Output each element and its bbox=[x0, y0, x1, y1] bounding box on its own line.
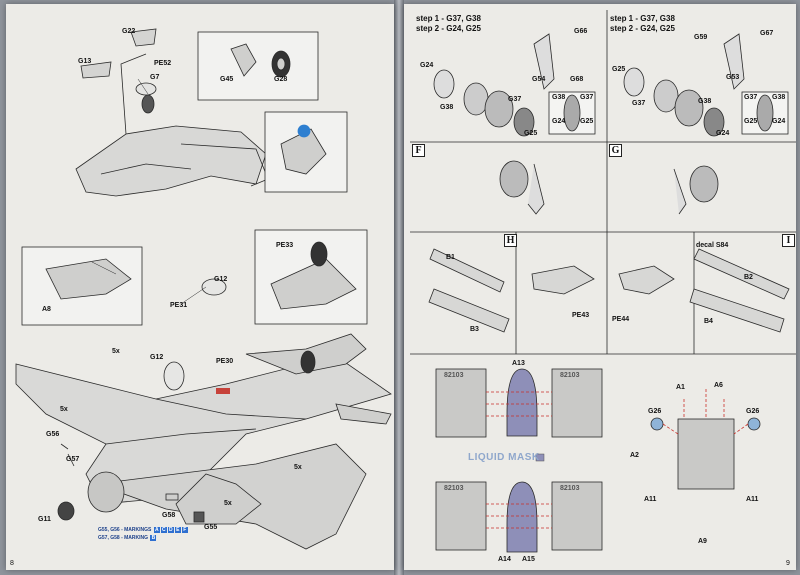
marking-box-f: F bbox=[181, 527, 188, 533]
book-spine bbox=[394, 0, 404, 575]
fret-number-bl: 82103 bbox=[444, 485, 464, 492]
part-label-pe33: PE33 bbox=[276, 242, 294, 249]
box-label-g24: G24 bbox=[552, 118, 566, 125]
part-label-g53: G53 bbox=[726, 74, 740, 81]
mask-label-a14: A14 bbox=[498, 556, 511, 563]
part-label-b3: B3 bbox=[470, 326, 479, 333]
step-line-2-left: step 2 - G24, G25 bbox=[416, 24, 481, 33]
part-label-a9: A9 bbox=[698, 538, 707, 545]
part-label-g7: G7 bbox=[150, 74, 160, 81]
mask-label-a15: A15 bbox=[522, 556, 535, 563]
liquid-mask-label: LIQUID MASK bbox=[468, 452, 540, 463]
box-label-g37-tr: G37 bbox=[744, 94, 758, 101]
box-label-g24-tr: G24 bbox=[772, 118, 786, 125]
step-line-2-right: step 2 - G24, G25 bbox=[610, 24, 675, 33]
left-instruction-page: G22 G13 PE52 G7 G45 G28 A8 G12 PE31 PE33… bbox=[6, 4, 394, 570]
part-label-g38-tr: G38 bbox=[698, 98, 712, 105]
part-label-g24-tl: G24 bbox=[420, 62, 434, 69]
part-label-g68: G68 bbox=[570, 76, 584, 83]
section-marker-g: G bbox=[609, 144, 622, 157]
part-label-g37-tl: G37 bbox=[508, 96, 522, 103]
part-label-g37-tr: G37 bbox=[632, 100, 646, 107]
part-label-g45: G45 bbox=[220, 76, 234, 83]
part-label-b1: B1 bbox=[446, 254, 455, 261]
qty-label-5x-d: 5x bbox=[224, 500, 232, 507]
part-label-a11-right: A11 bbox=[746, 496, 759, 503]
left-page-drawings bbox=[15, 28, 392, 550]
part-label-g26-left: G26 bbox=[648, 408, 662, 415]
part-label-a8: A8 bbox=[42, 306, 51, 313]
part-label-g12-top: G12 bbox=[214, 276, 228, 283]
part-label-g56: G56 bbox=[46, 431, 60, 438]
right-page-drawings bbox=[410, 10, 796, 553]
section-marker-h: H bbox=[504, 234, 517, 247]
section-marker-f: F bbox=[412, 144, 425, 157]
part-label-a6: A6 bbox=[714, 382, 723, 389]
box-label-g37: G37 bbox=[580, 94, 594, 101]
part-label-g58: G58 bbox=[162, 512, 176, 519]
step-line-1-left: step 1 - G37, G38 bbox=[416, 14, 481, 23]
part-label-g22: G22 bbox=[122, 28, 136, 35]
part-label-b4: B4 bbox=[704, 318, 713, 325]
marking-box-a: A bbox=[153, 527, 160, 533]
part-label-g25-tl: G25 bbox=[524, 130, 538, 137]
part-label-g25-tr: G25 bbox=[612, 66, 626, 73]
section-marker-i: I bbox=[782, 234, 795, 247]
part-label-g26-right: G26 bbox=[746, 408, 760, 415]
part-label-pe43: PE43 bbox=[572, 312, 590, 319]
box-label-g25-tr: G25 bbox=[744, 118, 758, 125]
part-label-g54: G54 bbox=[532, 76, 546, 83]
page-number-left: 8 bbox=[10, 560, 14, 567]
markings-legend-row2-text: G57, G58 - MARKING bbox=[98, 535, 149, 541]
qty-label-5x-b: 5x bbox=[60, 406, 68, 413]
step-line-1-right: step 1 - G37, G38 bbox=[610, 14, 675, 23]
decal-label-s84: decal S84 bbox=[696, 242, 729, 249]
marking-box-c: C bbox=[160, 527, 167, 533]
box-label-g38: G38 bbox=[552, 94, 566, 101]
step-instruction-right: step 1 - G37, G38 step 2 - G24, G25 bbox=[610, 14, 675, 34]
qty-label-5x-a: 5x bbox=[112, 348, 120, 355]
part-label-a2: A2 bbox=[630, 452, 639, 459]
box-label-g38-tr: G38 bbox=[772, 94, 786, 101]
step-instruction-left: step 1 - G37, G38 step 2 - G24, G25 bbox=[416, 14, 481, 34]
marking-box-e: E bbox=[174, 527, 181, 533]
fret-number-br: 82103 bbox=[560, 485, 580, 492]
right-instruction-page: step 1 - G37, G38 step 2 - G24, G25 step… bbox=[404, 4, 796, 570]
box-label-g25: G25 bbox=[580, 118, 594, 125]
marking-box-d: D bbox=[167, 527, 174, 533]
marking-box-b: B bbox=[150, 535, 157, 541]
mask-label-a13: A13 bbox=[512, 360, 525, 367]
part-label-g57: G57 bbox=[66, 456, 80, 463]
part-label-pe31: PE31 bbox=[170, 302, 188, 309]
part-label-pe30: PE30 bbox=[216, 358, 234, 365]
part-label-pe44: PE44 bbox=[612, 316, 630, 323]
part-label-g38-tl: G38 bbox=[440, 104, 454, 111]
part-label-pe52: PE52 bbox=[154, 60, 172, 67]
part-label-a11-left: A11 bbox=[644, 496, 657, 503]
part-label-a1: A1 bbox=[676, 384, 685, 391]
fret-number-tl: 82103 bbox=[444, 372, 464, 379]
part-label-g13: G13 bbox=[78, 58, 92, 65]
part-label-g59: G59 bbox=[694, 34, 708, 41]
part-label-g66: G66 bbox=[574, 28, 588, 35]
markings-legend-row1-text: G55, G56 - MARKINGS bbox=[98, 527, 152, 533]
part-label-g12: G12 bbox=[150, 354, 164, 361]
part-label-g67: G67 bbox=[760, 30, 774, 37]
page-number-right: 9 bbox=[786, 560, 790, 567]
part-label-g24-tr: G24 bbox=[716, 130, 730, 137]
qty-label-5x-c: 5x bbox=[294, 464, 302, 471]
fret-number-tr: 82103 bbox=[560, 372, 580, 379]
markings-legend-row2: G57, G58 - MARKING B bbox=[98, 535, 157, 541]
part-label-g55: G55 bbox=[204, 524, 218, 531]
part-label-g11: G11 bbox=[38, 516, 51, 523]
part-label-b2: B2 bbox=[744, 274, 753, 281]
part-label-g28: G28 bbox=[274, 76, 288, 83]
